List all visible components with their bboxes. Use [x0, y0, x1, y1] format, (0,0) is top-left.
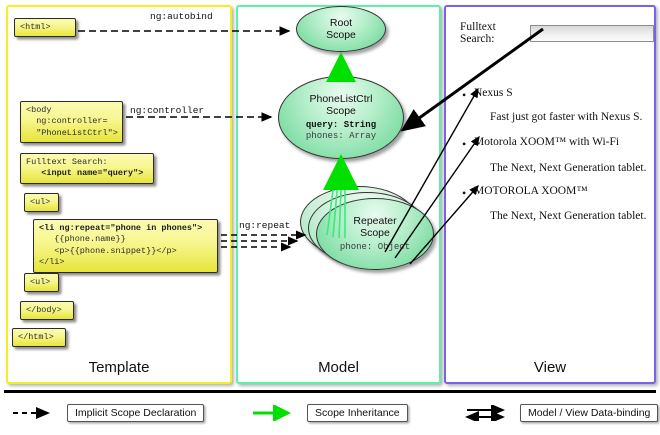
legend-item-implicit-scope: Implicit Scope Declaration [12, 404, 205, 422]
template-box-body-close: </body> [20, 301, 74, 321]
view-search-label: Fulltext Search: [460, 21, 496, 45]
repeater-scope-members: phone: Object [339, 241, 411, 252]
template-box-html-close: </html> [12, 328, 66, 348]
view-item-snippet: The Next, Next Generation tablet. [490, 210, 647, 222]
legend-label-implicit-scope: Implicit Scope Declaration [67, 404, 205, 422]
view-column-label: View [533, 359, 567, 376]
template-box-html-open: <html> [14, 18, 76, 38]
bullet-icon: • [462, 88, 467, 102]
legend-item-scope-inheritance: Scope Inheritance [252, 404, 408, 422]
ng-controller-label: ng:controller [130, 105, 205, 116]
view-list-item: • MOTOROLA XOOM™ [462, 185, 588, 200]
green-arrow-icon [253, 405, 291, 421]
view-column: Fulltext Search: • Nexus S Fast just got… [444, 5, 656, 384]
view-list-item: • Nexus S [462, 87, 513, 102]
template-box-body-controller: <body ng:controller= "PhoneListCtrl"> [20, 101, 123, 144]
template-box-li-ng-repeat: <li ng:repeat="phone in phones"> {{phone… [33, 219, 218, 273]
view-rendered-output: Fulltext Search: • Nexus S Fast just got… [446, 7, 654, 382]
model-column-label: Model [318, 359, 359, 376]
view-item-snippet: Fast just got faster with Nexus S. [490, 111, 643, 123]
view-item-name: Nexus S [474, 87, 513, 99]
template-box-fulltext-search: Fulltext Search: <input name="query"> [20, 153, 154, 184]
legend-label-scope-inheritance: Scope Inheritance [307, 404, 408, 422]
view-search-input[interactable] [530, 24, 654, 42]
double-arrow-icon [465, 405, 505, 421]
ng-repeat-label: ng:repeat [239, 220, 291, 231]
legend-divider [4, 390, 656, 393]
legend-item-data-binding: Model / View Data-binding [465, 404, 659, 422]
view-list-item: • Motorola XOOM™ with Wi-Fi [462, 136, 620, 151]
view-item-name: Motorola XOOM™ with Wi-Fi [474, 136, 620, 148]
ng-autobind-label: ng:autobind [150, 11, 213, 22]
template-column-label: Template [88, 359, 150, 376]
bullet-icon: • [462, 186, 467, 200]
legend-label-data-binding: Model / View Data-binding [520, 404, 659, 422]
dashed-arrow-icon [13, 407, 50, 419]
template-box-ul-open: <ul> [24, 193, 59, 213]
view-item-snippet: The Next, Next Generation tablet. [490, 162, 647, 174]
view-search-row: Fulltext Search: [460, 21, 654, 45]
bullet-icon: • [462, 137, 467, 151]
template-box-ul-close: <ul> [24, 273, 59, 293]
view-item-name: MOTOROLA XOOM™ [474, 185, 588, 197]
